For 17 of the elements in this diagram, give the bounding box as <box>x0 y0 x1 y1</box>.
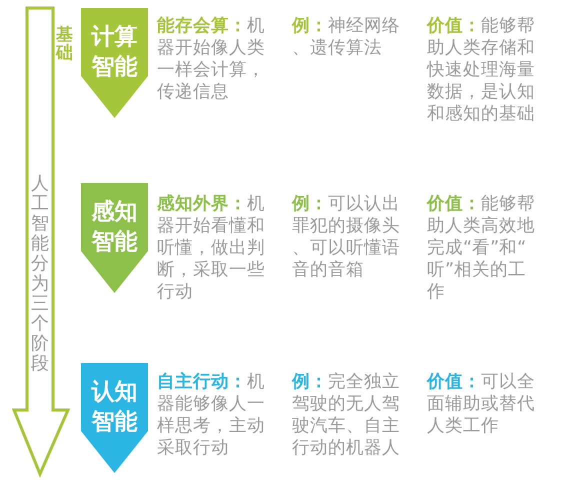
description-text: 例：完全独立驾驶的无人驾驶汽车、自主行动的机器人 <box>292 371 401 459</box>
stage-title: 计算智能 <box>90 23 138 82</box>
description-text: 价值：能够帮助人类高效地完成“看”和“听”相关的工作 <box>427 193 536 303</box>
vertical-caption: 人工智能分为三个阶段 <box>31 174 49 374</box>
description-text: 价值：可以全面辅助或替代人类工作 <box>427 371 536 437</box>
description-text: 价值：能够帮助人类存储和快速处理海量数据，是认知和感知的基础 <box>427 15 536 125</box>
description-text: 自主行动：机器能够像人一样思考，主动采取行动 <box>157 371 266 459</box>
description-text: 例：神经网络、遗传算法 <box>292 15 401 59</box>
stage-pentagon <box>81 363 148 473</box>
description-text: 能存会算：机器开始像人类一样会计算，传递信息 <box>157 15 266 103</box>
side-label: 基础 <box>56 26 73 62</box>
description-text: 感知外界：机器开始看懂和听懂，做出判断，采取一些行动 <box>157 193 266 303</box>
stage-pentagon <box>81 8 148 118</box>
stage-pentagon <box>81 183 148 293</box>
stage-title: 认知智能 <box>90 378 138 437</box>
stage-title: 感知智能 <box>90 198 138 257</box>
description-text: 例：可以认出罪犯的摄像头、可以听懂语音的音箱 <box>292 193 401 281</box>
